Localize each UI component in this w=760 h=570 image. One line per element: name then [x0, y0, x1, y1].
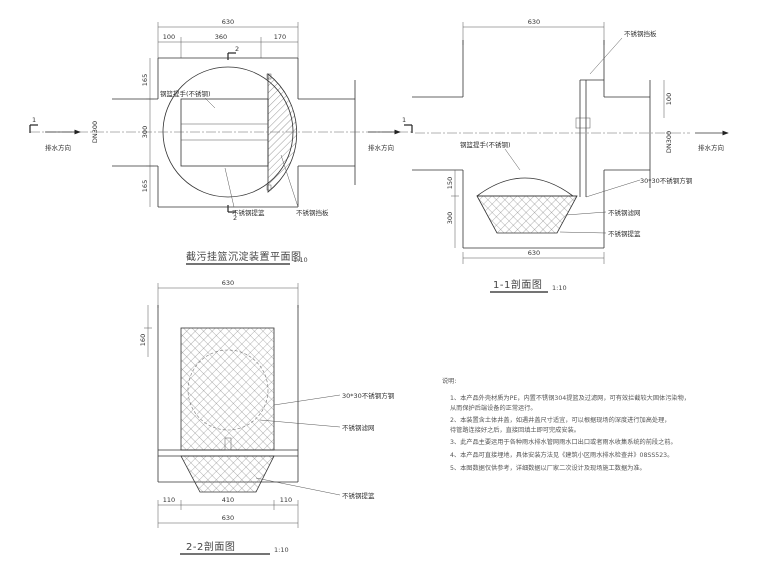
plan-sec2-top: 2 — [235, 45, 239, 53]
notes-line-7: 5、本图数据仅供参考，详细数据以厂家二次设计及现场施工数据为准。 — [450, 464, 646, 472]
section-2-2: 630 160 30*30不锈钢方钢 不锈钢滤网 不锈钢提篮 110 — [139, 279, 395, 555]
plan-dim-v2: 300 — [141, 126, 149, 138]
plan-label-plate: 不锈钢挡板 — [296, 208, 329, 217]
plan-scale: 1:10 — [293, 256, 308, 264]
s11-pipe-dn: DN300 — [665, 131, 673, 153]
plan-label-handle: 钢篮提手(不锈钢) — [160, 89, 211, 98]
s11-dim-top: 630 — [528, 18, 540, 26]
s22-scale: 1:10 — [274, 546, 289, 554]
s11-label-tube: 30*30不锈钢方钢 — [640, 176, 693, 185]
s11-title: 1-1剖面图 — [493, 278, 542, 291]
notes-heading: 说明: — [442, 377, 456, 385]
plan-dim-v1: 165 — [141, 74, 149, 86]
s22-label-basket: 不锈钢提篮 — [342, 491, 375, 500]
notes: 说明: 1、本产品外壳材质为PE，内置不锈钢304提篮及过滤网，可有效拦截较大固… — [442, 377, 690, 472]
notes-line-2: 从而保护后端设备的正常运行。 — [450, 404, 537, 412]
s22-dim-top: 630 — [222, 279, 234, 287]
notes-line-4: 待管路连接好之后，直接回填土即可完成安装。 — [450, 426, 580, 434]
plan-title: 截污挂篮沉淀装置平面图 — [186, 250, 302, 263]
s11-dim-v1: 150 — [446, 177, 454, 189]
s11-label-basket: 不锈钢提篮 — [608, 229, 641, 238]
s11-label-handle: 钢篮提手(不锈钢) — [460, 140, 511, 149]
s22-label-mesh: 不锈钢滤网 — [342, 423, 375, 432]
s22-title: 2-2剖面图 — [186, 540, 235, 553]
notes-line-3: 2、本装置含土体井盖，如遇井盖尺寸适宜，可以根据现场的深度进行加高处理， — [450, 416, 671, 424]
notes-line-6: 4、本产品可直接埋地，具体安装方法见《建筑小区雨水排水检查井》08SS523。 — [450, 451, 673, 459]
s22-dim-b2: 410 — [222, 496, 234, 504]
s11-label-mesh: 不锈钢滤网 — [608, 208, 641, 217]
s22-label-tube: 30*30不锈钢方钢 — [342, 391, 395, 400]
section-1-1: 630 150 300 100 DN300 — [412, 18, 729, 293]
s22-dim-b1: 110 — [163, 496, 175, 504]
plan-label-basket: 不锈钢提篮 — [232, 208, 265, 217]
plan-dim-b: 360 — [215, 33, 227, 41]
plan-pipe-dn: DN300 — [91, 121, 99, 143]
s11-dim-r: 100 — [665, 93, 673, 105]
notes-line-5: 3、此产品主要运用于各种雨水排水管网雨水口出口或者雨水收集系统的前段之前。 — [450, 438, 677, 446]
s22-dim-total: 630 — [222, 514, 234, 522]
s11-flow: 排水方向 — [698, 143, 724, 152]
plan-dim-a: 100 — [163, 33, 175, 41]
s11-dim-v2: 300 — [446, 212, 454, 224]
s22-dim-v: 160 — [139, 334, 147, 346]
plan-sec1-left: 1 — [32, 116, 36, 124]
s11-label-plate: 不锈钢挡板 — [624, 29, 657, 38]
s11-dim-bottom: 630 — [528, 249, 540, 257]
plan-flow-right: 排水方向 — [368, 143, 394, 152]
plan-dim-total: 630 — [222, 18, 234, 26]
s11-scale: 1:10 — [552, 284, 567, 292]
plan-dim-v3: 165 — [141, 180, 149, 192]
plan-dim-c: 170 — [274, 33, 286, 41]
plan-sec2-bottom: 2 — [233, 214, 237, 222]
plan-sec1-right: 1 — [402, 116, 406, 124]
s22-dim-b3: 110 — [280, 496, 292, 504]
plan-view: 630 100 360 170 2 2 — [29, 18, 413, 265]
notes-line-1: 1、本产品外壳材质为PE，内置不锈钢304提篮及过滤网，可有效拦截较大固体污染物… — [450, 394, 690, 402]
plan-flow-left: 排水方向 — [45, 143, 71, 152]
